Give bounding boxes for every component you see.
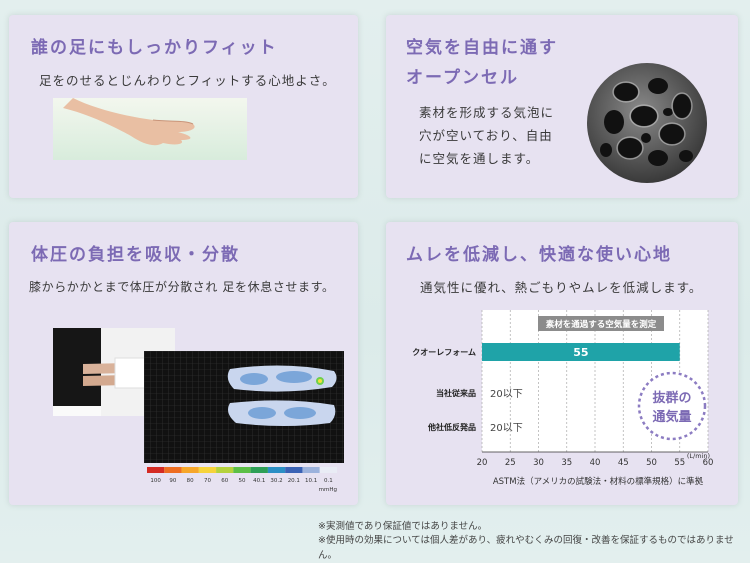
scale-tick-label: 30.2 <box>270 478 282 484</box>
badge-line2: 通気量 <box>652 409 691 425</box>
feature-card-fit: 誰の足にもしっかりフィット 足をのせるとじんわりとフィットする心地よさ。 <box>9 15 358 198</box>
scale-swatch <box>181 467 199 473</box>
footnote-1: ※実測値であり保証値ではありません。 <box>318 521 488 532</box>
bar-value-label: 20以下 <box>490 423 523 434</box>
bar <box>482 343 680 361</box>
scale-swatch <box>233 467 251 473</box>
bar-value-label: 20以下 <box>490 389 523 400</box>
scale-unit: mmHg <box>319 487 337 493</box>
card-title: 誰の足にもしっかりフィット <box>31 38 278 58</box>
category-label: 他社低反発品 <box>427 422 476 432</box>
pressure-map-image <box>144 351 344 463</box>
card-text-line2: 穴が空いており、自由 <box>419 128 553 143</box>
card-title: 体圧の負担を吸収・分散 <box>31 245 240 265</box>
chart-title: 素材を通過する空気量を測定 <box>546 319 657 330</box>
scale-tick-label: 60 <box>221 478 228 484</box>
x-tick-label: 40 <box>590 458 601 468</box>
card-title-line1: 空気を自由に通す <box>406 38 558 58</box>
scale-tick-label: 0.1 <box>324 478 333 484</box>
scale-swatch <box>319 467 337 473</box>
scale-tick-label: 20.1 <box>288 478 300 484</box>
scale-tick-label: 70 <box>204 478 211 484</box>
x-tick-label: 30 <box>533 458 544 468</box>
scale-swatch <box>198 467 217 473</box>
x-tick-label: 55 <box>674 458 685 468</box>
scale-swatch <box>164 467 182 473</box>
bar-value-label: 55 <box>573 346 588 359</box>
x-tick-label: 50 <box>646 458 657 468</box>
feature-card-pressure: 体圧の負担を吸収・分散 膝からかかとまで体圧が分散され 足を休息させます。 10… <box>9 222 358 505</box>
feature-card-open-cell: 空気を自由に通す オープンセル 素材を形成する気泡に 穴が空いており、自由 に空… <box>386 15 738 198</box>
category-label: 当社従来品 <box>436 388 476 398</box>
x-tick-label: 20 <box>477 458 488 468</box>
card-title: ムレを低減し、快適な使い心地 <box>406 245 672 265</box>
card-text: 膝からかかとまで体圧が分散され 足を休息させます。 <box>29 280 335 294</box>
category-label: クオーレフォーム <box>412 347 476 357</box>
airflow-bar-chart: 20 25 30 35 40 45 50 55 60(L/min) 素材を通過する空気量を測定クオ… <box>412 310 714 487</box>
scale-tick-label: 40.1 <box>253 478 265 484</box>
scale-tick-label: 80 <box>187 478 194 484</box>
scale-tick-label: 90 <box>169 478 176 484</box>
x-tick-label: 25 <box>505 458 516 468</box>
x-tick-label: 35 <box>561 458 572 468</box>
chart-footnote: ASTM法（アメリカの試験法・材料の標準規格）に準拠 <box>493 476 704 487</box>
card-text-line3: に空気を通します。 <box>419 151 540 166</box>
card-text-line1: 素材を形成する気泡に <box>419 105 555 120</box>
x-tick-label: 60 <box>703 458 714 468</box>
footnote-2: ※使用時の効果については個人差があり、疲れやむくみの回復・改善を保証するものでは… <box>318 535 734 561</box>
scale-tick-label: 100 <box>150 478 161 484</box>
scale-swatch <box>302 467 320 473</box>
card-text: 通気性に優れ、熱ごもりやムレを低減します。 <box>420 280 703 295</box>
x-tick-label: 45 <box>618 458 629 468</box>
hand-on-foam-photo <box>53 98 247 160</box>
card-title-line2: オープンセル <box>406 68 519 88</box>
scale-swatch <box>250 467 268 473</box>
scale-swatch <box>267 467 286 473</box>
scale-swatch <box>285 467 303 473</box>
pressure-color-scale: 100 90 80 70 60 50 40.1 30.2 20.1 10.1 0.1 mmHg <box>147 467 337 493</box>
scale-tick-label: 50 <box>239 478 246 484</box>
scale-swatch <box>147 467 165 473</box>
card-text: 足をのせるとじんわりとフィットする心地よさ。 <box>39 73 336 88</box>
x-unit: (L/min) <box>687 452 710 460</box>
scale-tick-label: 10.1 <box>305 478 317 484</box>
open-cell-microscope-image <box>587 63 707 183</box>
scale-swatch <box>216 467 234 473</box>
badge-circle <box>637 371 707 441</box>
chart-title-bg <box>538 316 664 331</box>
badge-line1: 抜群の <box>652 390 691 406</box>
